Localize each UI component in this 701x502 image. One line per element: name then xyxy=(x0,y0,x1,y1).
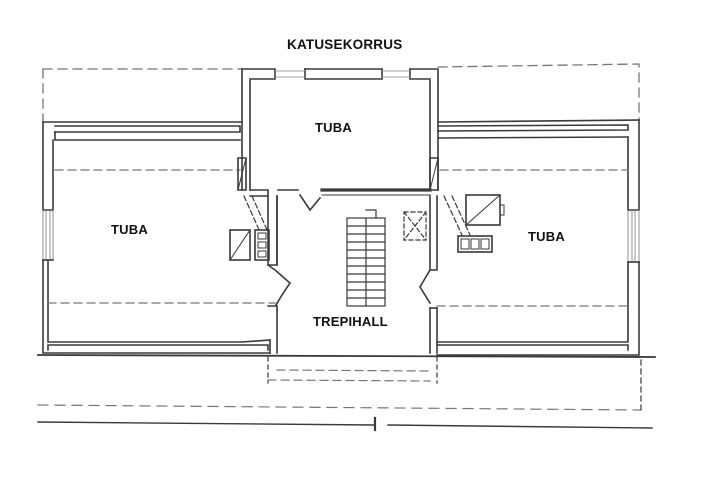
room-label-stairhall: TREPIHALL xyxy=(313,314,388,329)
left-chimney xyxy=(229,157,270,261)
room-label-left: TUBA xyxy=(111,222,148,237)
left-room-walls xyxy=(42,121,278,354)
staircase xyxy=(346,209,386,307)
right-chimney xyxy=(429,157,505,253)
room-label-center: TUBA xyxy=(315,120,352,135)
attic-hatch xyxy=(403,211,427,241)
left-dashed-lines xyxy=(47,169,276,304)
center-room-walls xyxy=(241,68,439,191)
roof-outline-dashed xyxy=(42,63,640,123)
floor-title: KATUSEKORRUS xyxy=(287,37,403,52)
bottom-eaves xyxy=(37,354,656,432)
room-label-right: TUBA xyxy=(528,229,565,244)
right-dashed-lines xyxy=(436,169,629,307)
right-room-walls xyxy=(436,119,640,356)
stairhall-right-wall xyxy=(419,195,438,354)
center-room-bottom-wall xyxy=(249,188,432,212)
stairhall-left-wall xyxy=(266,195,292,307)
